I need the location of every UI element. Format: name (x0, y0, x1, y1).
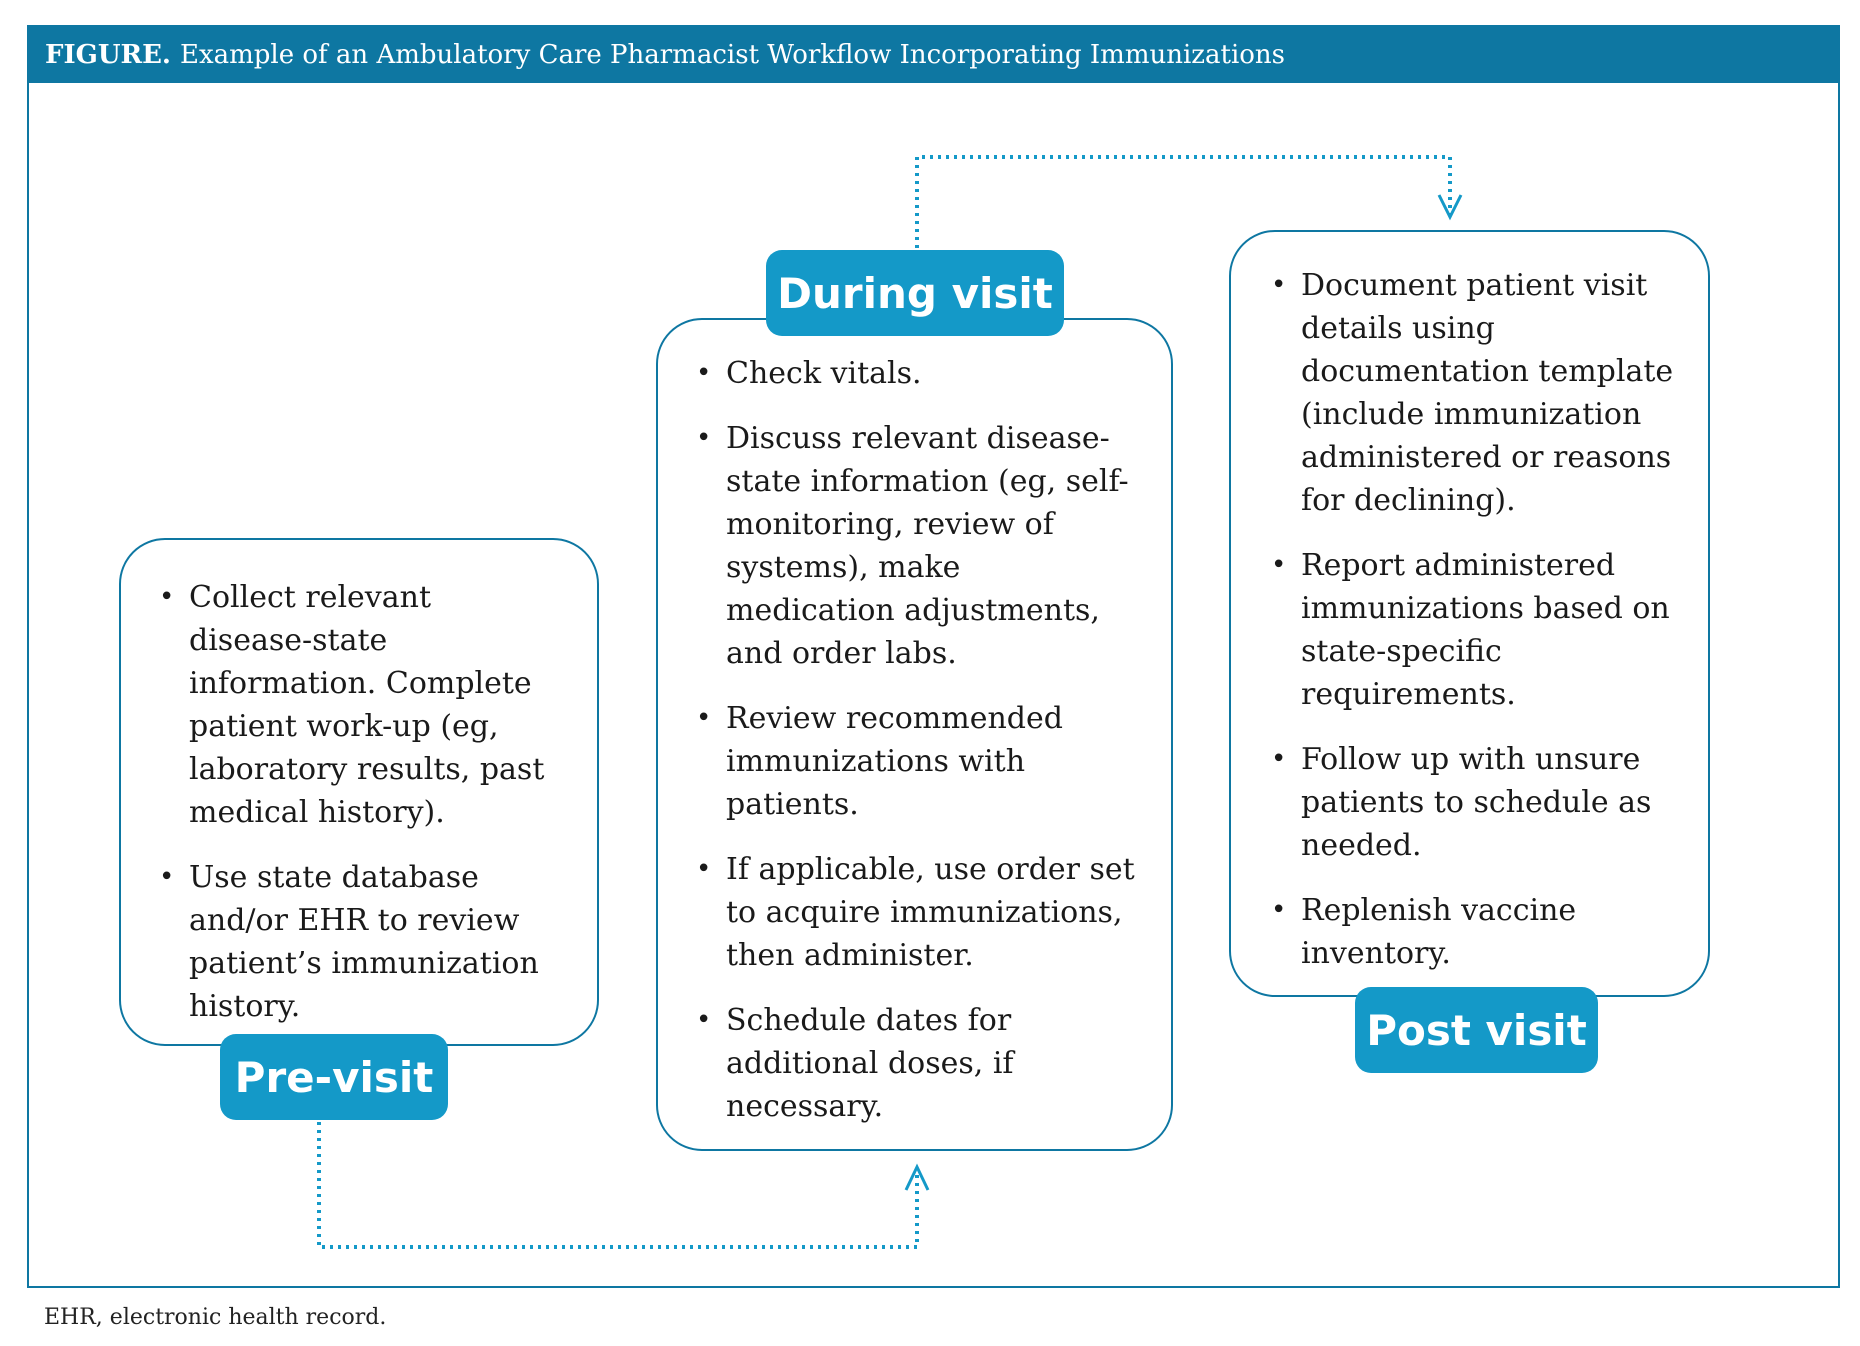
post-visit-box: Document patient visit details using doc… (1229, 230, 1710, 997)
post-visit-item: Follow up with unsure patients to schedu… (1271, 738, 1678, 867)
during-visit-list: Check vitals. Discuss relevant disease-s… (696, 352, 1137, 1128)
figure-title: Example of an Ambulatory Care Pharmacist… (179, 40, 1285, 70)
during-visit-item: Check vitals. (696, 352, 1137, 395)
post-visit-item: Report administered immunizations based … (1271, 544, 1678, 716)
during-visit-item: Review recommended immunizations with pa… (696, 697, 1137, 826)
pre-visit-list: Collect relevant disease-state informati… (159, 576, 557, 1028)
pre-visit-box: Collect relevant disease-state informati… (119, 538, 599, 1046)
during-visit-box: Check vitals. Discuss relevant disease-s… (656, 318, 1173, 1151)
figure-label: FIGURE. (45, 40, 171, 70)
pre-visit-item: Collect relevant disease-state informati… (159, 576, 557, 834)
during-visit-label: During visit (766, 250, 1064, 336)
during-visit-item: If applicable, use order set to acquire … (696, 848, 1137, 977)
post-visit-label: Post visit (1355, 987, 1598, 1073)
pre-visit-label: Pre-visit (220, 1034, 448, 1120)
post-visit-list: Document patient visit details using doc… (1271, 264, 1678, 975)
figure-header: FIGURE. Example of an Ambulatory Care Ph… (29, 27, 1838, 83)
during-visit-item: Discuss relevant disease-state informati… (696, 417, 1137, 675)
post-visit-item: Replenish vaccine inventory. (1271, 889, 1678, 975)
footnote: EHR, electronic health record. (44, 1305, 387, 1330)
post-visit-item: Document patient visit details using doc… (1271, 264, 1678, 522)
pre-visit-item: Use state database and/or EHR to review … (159, 856, 557, 1028)
during-visit-item: Schedule dates for additional doses, if … (696, 999, 1137, 1128)
